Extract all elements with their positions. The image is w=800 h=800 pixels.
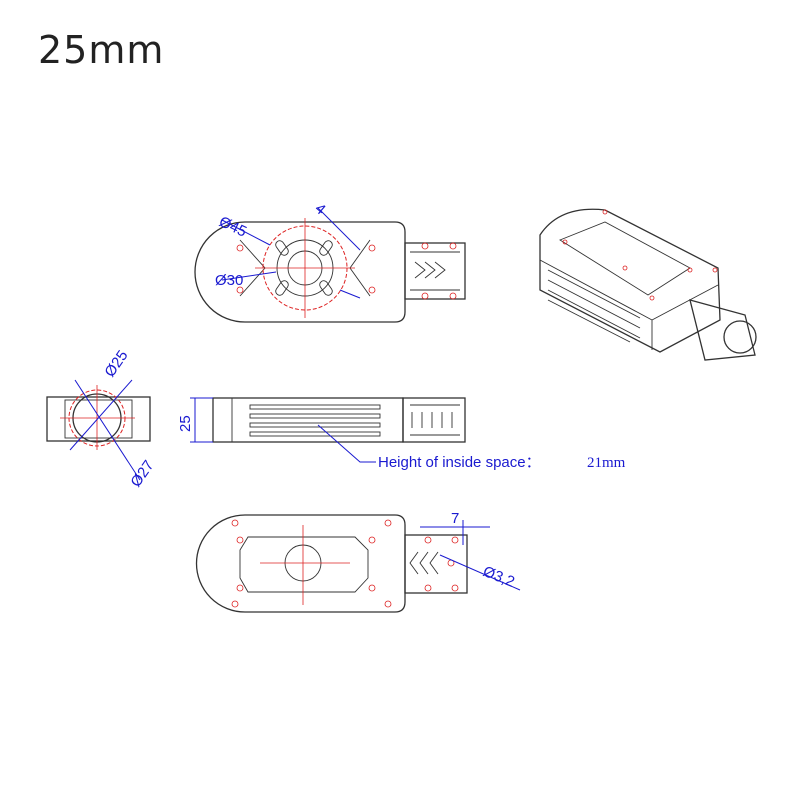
isometric-view (539, 208, 757, 361)
side-view: 25 Height of inside space： 21mm (177, 397, 626, 471)
size-title: 25mm (38, 28, 165, 72)
bottom-view: 7 Ø3,2 (195, 510, 521, 613)
top-inner-diameter-label: Ø30 (215, 272, 243, 289)
inside-height-value: 21mm (587, 455, 626, 471)
end-inner-diameter-label: Ø25 (101, 347, 131, 380)
bottom-offset-label: 7 (451, 510, 459, 527)
end-view: Ø25 Ø27 (46, 347, 158, 490)
top-outer-diameter-label: Ø45 (216, 213, 249, 240)
inside-height-label: Height of inside space： (378, 454, 541, 471)
top-view: Ø45 Ø30 4 (194, 200, 466, 323)
end-outer-diameter-label: Ø27 (127, 457, 157, 490)
hole-diameter-label: Ø3,2 (481, 563, 518, 591)
side-height-label: 25 (177, 415, 194, 432)
